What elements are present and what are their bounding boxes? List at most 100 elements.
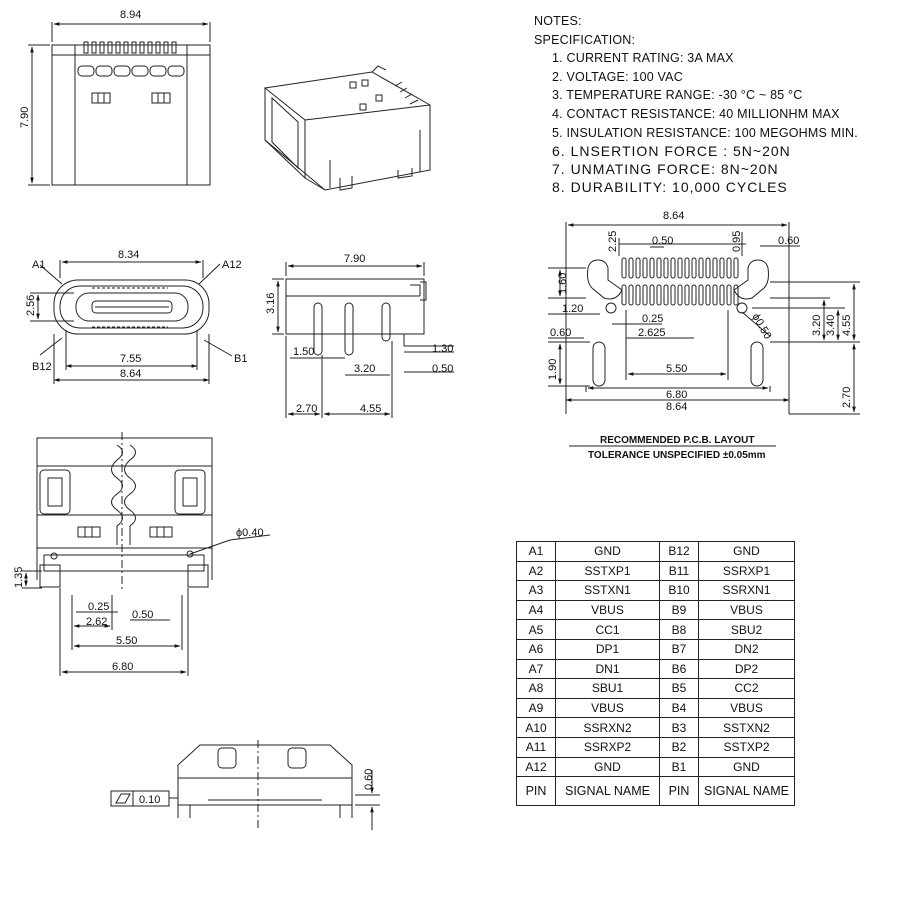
pin-cell: A12 bbox=[516, 756, 556, 778]
pin-cell: B4 bbox=[659, 697, 699, 719]
pin-cell: A11 bbox=[516, 736, 556, 758]
front-view bbox=[30, 260, 233, 384]
pcb-caption-title: RECOMMENDED P.C.B. LAYOUT bbox=[600, 435, 754, 446]
signal-cell: DN1 bbox=[555, 658, 660, 680]
signal-cell: SSTXN2 bbox=[698, 717, 795, 738]
pin-cell: A6 bbox=[516, 638, 556, 660]
dim-pcb-095: 0.95 bbox=[731, 231, 743, 252]
spec-item: 4. CONTACT RESISTANCE: 40 MILLIONHM MAX bbox=[552, 106, 840, 121]
signal-cell: VBUS bbox=[555, 599, 660, 621]
dimension-labels: 8.94 7.90 A1 A12 B12 B1 8.34 2.56 7.55 8… bbox=[13, 9, 853, 806]
pcb-layout bbox=[548, 222, 860, 447]
dim-bottom-135: 1.35 bbox=[13, 567, 25, 588]
signal-cell: SSRXP1 bbox=[698, 560, 795, 582]
spec-item: 1. CURRENT RATING: 3A MAX bbox=[552, 51, 734, 66]
dim-pcb-2625: 2.625 bbox=[638, 327, 666, 339]
label-b12: B12 bbox=[32, 361, 52, 373]
signal-cell: SSRXN1 bbox=[698, 580, 795, 601]
header-signal-name: SIGNAL NAME bbox=[555, 776, 660, 807]
dim-pcb-864: 8.64 bbox=[663, 210, 684, 222]
pin-cell: B2 bbox=[659, 736, 699, 758]
dim-front-256: 2.56 bbox=[25, 295, 37, 316]
pin-cell: A9 bbox=[516, 697, 556, 719]
pin-cell: A7 bbox=[516, 658, 556, 680]
label-a1: A1 bbox=[32, 259, 45, 271]
signal-cell: GND bbox=[555, 756, 660, 778]
pin-cell: B5 bbox=[659, 678, 699, 699]
specification-heading: SPECIFICATION: bbox=[534, 32, 636, 47]
dim-pcb-025: 0.25 bbox=[642, 313, 663, 325]
dim-front-864: 8.64 bbox=[120, 368, 141, 380]
spec-item: 5. INSULATION RESISTANCE: 100 MEGOHMS MI… bbox=[552, 125, 858, 140]
signal-cell: SSRXP2 bbox=[555, 736, 660, 758]
pin-cell: B11 bbox=[659, 560, 699, 582]
signal-cell: CC2 bbox=[698, 678, 795, 699]
signal-cell: SSTXN1 bbox=[555, 580, 660, 601]
dim-side-050: 0.50 bbox=[432, 363, 453, 375]
signal-cell: SBU2 bbox=[698, 619, 795, 640]
specification-notes: NOTES: SPECIFICATION: 1. CURRENT RATING:… bbox=[534, 12, 894, 196]
signal-cell: CC1 bbox=[555, 619, 660, 640]
dim-front-755: 7.55 bbox=[120, 353, 141, 365]
spec-item: 2. VOLTAGE: 100 VAC bbox=[552, 69, 683, 84]
dim-pcb-680: 6.80 bbox=[666, 389, 687, 401]
dim-bottom-680: 6.80 bbox=[112, 661, 133, 673]
isometric-view bbox=[264, 65, 431, 191]
label-a12: A12 bbox=[222, 259, 242, 271]
signal-cell: GND bbox=[555, 541, 660, 562]
dim-bottom-262: 2.62 bbox=[86, 616, 107, 628]
dim-side-790: 7.90 bbox=[344, 253, 365, 265]
header-signal-name: SIGNAL NAME bbox=[698, 776, 795, 807]
dim-pcb-550: 5.50 bbox=[666, 363, 687, 375]
pin-cell: B10 bbox=[659, 580, 699, 601]
flatness-value: 0.10 bbox=[139, 794, 160, 806]
dim-bottom-550: 5.50 bbox=[116, 635, 137, 647]
label-b1: B1 bbox=[234, 353, 247, 365]
pin-cell: A5 bbox=[516, 619, 556, 640]
top-view bbox=[28, 22, 211, 186]
signal-cell: DN2 bbox=[698, 638, 795, 660]
signal-cell: VBUS bbox=[555, 697, 660, 719]
dim-front-834: 8.34 bbox=[118, 249, 139, 261]
pin-cell: A1 bbox=[516, 541, 556, 562]
dim-pcb-060a: 0.60 bbox=[778, 235, 799, 247]
dim-pcb-455: 4.55 bbox=[841, 315, 853, 336]
spec-item: 3. TEMPERATURE RANGE: -30 °C ~ 85 °C bbox=[552, 88, 803, 103]
pin-cell: B9 bbox=[659, 599, 699, 621]
dim-side-320: 3.20 bbox=[354, 363, 375, 375]
pin-cell: A4 bbox=[516, 599, 556, 621]
signal-cell: SSTXP2 bbox=[698, 736, 795, 758]
notes-heading: NOTES: bbox=[534, 14, 582, 28]
dim-side-270: 2.70 bbox=[296, 403, 317, 415]
bottom-view bbox=[22, 432, 271, 676]
signal-cell: SSRXN2 bbox=[555, 717, 660, 738]
pin-cell: B3 bbox=[659, 717, 699, 738]
dim-pcb-190: 1.90 bbox=[547, 359, 559, 380]
signal-cell: GND bbox=[698, 541, 795, 562]
dim-end-060: 0.60 bbox=[363, 769, 375, 790]
dim-bottom-040: ϕ0.40 bbox=[236, 527, 264, 539]
pin-cell: A3 bbox=[516, 580, 556, 601]
dim-pcb-060b: 0.60 bbox=[550, 327, 571, 339]
pin-cell: A10 bbox=[516, 717, 556, 738]
header-pin: PIN bbox=[516, 776, 556, 807]
pin-cell: B12 bbox=[659, 541, 699, 562]
pcb-caption-tolerance: TOLERANCE UNSPECIFIED ±0.05mm bbox=[588, 450, 766, 461]
signal-cell: VBUS bbox=[698, 599, 795, 621]
pin-cell: A2 bbox=[516, 560, 556, 582]
dim-side-455: 4.55 bbox=[360, 403, 381, 415]
signal-cell: SSTXP1 bbox=[555, 560, 660, 582]
dim-bottom-050: 0.50 bbox=[132, 609, 153, 621]
